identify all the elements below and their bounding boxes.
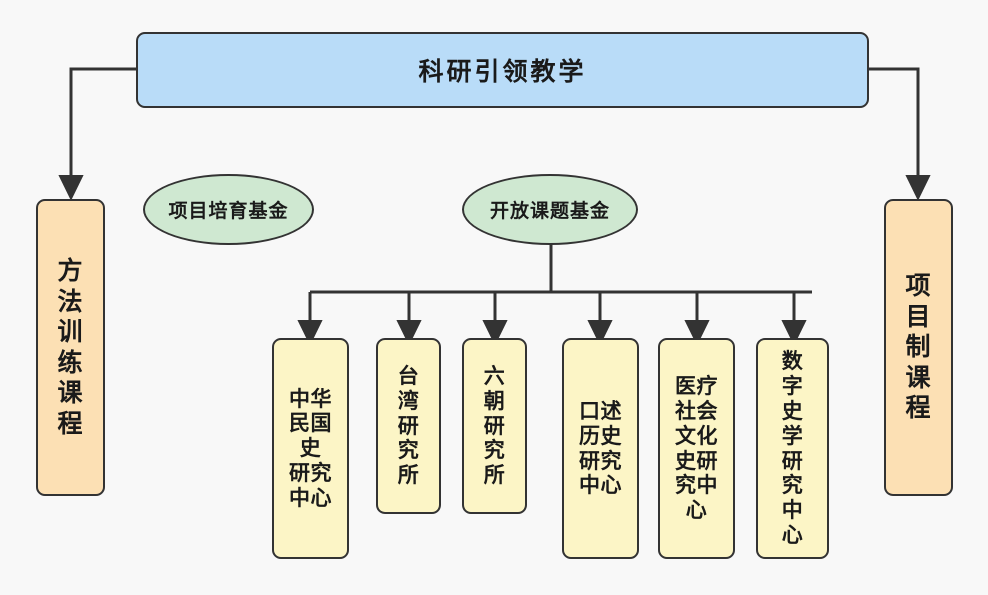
node-project-based-course-label: 项 目 制 课 程 xyxy=(905,271,932,423)
node-roc-history-research-center[interactable]: 中华 民国 史 研究 中心 xyxy=(272,338,349,559)
node-taiwan-research-institute-label: 台 湾 研 究 所 xyxy=(397,364,420,488)
node-digital-history-research-center-label: 数 字 史 学 研 究 中 心 xyxy=(781,349,804,547)
node-root-research-leads-teaching[interactable]: 科研引领教学 xyxy=(136,32,869,108)
node-open-topic-fund[interactable]: 开放课题基金 xyxy=(462,174,638,245)
node-oral-history-research-center-label: 口述 历史 研究 中心 xyxy=(579,398,622,498)
node-medical-social-cultural-history-research-center-label: 医疗 社会 文化 史研 究中 心 xyxy=(675,374,718,523)
node-project-incubation-fund-label: 项目培育基金 xyxy=(168,200,289,222)
node-method-training-course-label: 方 法 训 练 课 程 xyxy=(57,256,84,438)
edge-root-to-project-course xyxy=(868,67,931,201)
node-oral-history-research-center[interactable]: 口述 历史 研究 中心 xyxy=(562,338,639,559)
node-open-topic-fund-label: 开放课题基金 xyxy=(489,200,610,222)
node-project-based-course[interactable]: 项 目 制 课 程 xyxy=(884,199,953,496)
node-root-label: 科研引领教学 xyxy=(418,57,587,86)
edge-root-to-method-course xyxy=(58,67,137,201)
node-digital-history-research-center[interactable]: 数 字 史 学 研 究 中 心 xyxy=(756,338,829,559)
node-roc-history-research-center-label: 中华 民国 史 研究 中心 xyxy=(289,386,332,510)
node-project-incubation-fund[interactable]: 项目培育基金 xyxy=(143,174,314,245)
node-six-dynasties-research-institute[interactable]: 六 朝 研 究 所 xyxy=(462,338,527,514)
node-medical-social-cultural-history-research-center[interactable]: 医疗 社会 文化 史研 究中 心 xyxy=(658,338,735,559)
node-method-training-course[interactable]: 方 法 训 练 课 程 xyxy=(36,199,105,496)
node-six-dynasties-research-institute-label: 六 朝 研 究 所 xyxy=(483,364,506,488)
node-taiwan-research-institute[interactable]: 台 湾 研 究 所 xyxy=(376,338,441,514)
